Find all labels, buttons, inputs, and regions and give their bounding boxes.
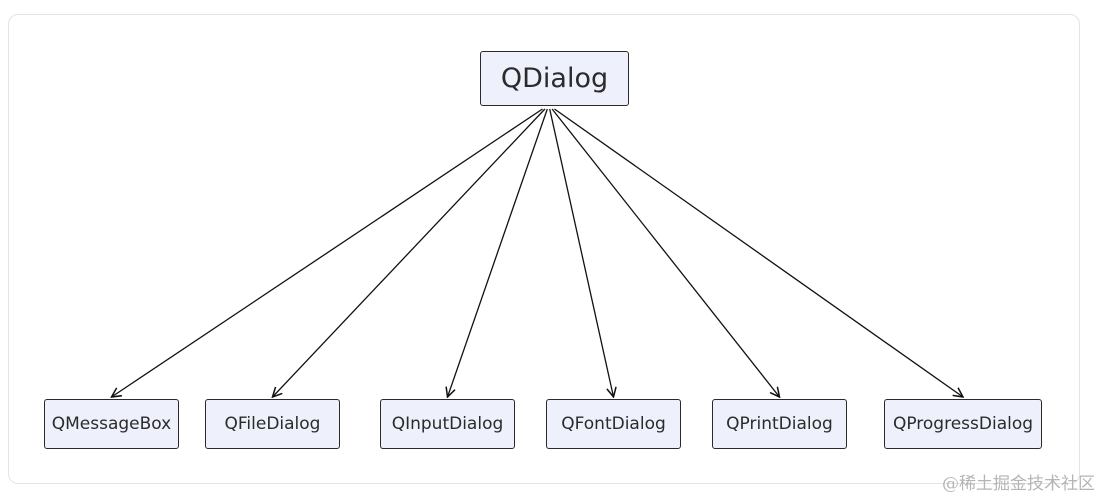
child-node-label: QProgressDialog (892, 414, 1034, 434)
root-node-label: QDialog (500, 63, 609, 94)
watermark: @稀土掘金技术社区 (942, 474, 1095, 494)
child-node-label: QPrintDialog (726, 414, 833, 434)
child-node-qprintdialog: QPrintDialog (712, 399, 847, 449)
edge-qdialog-to-qfiledialog (273, 108, 546, 397)
child-node-label: QMessageBox (51, 414, 172, 434)
child-node-qfontdialog: QFontDialog (546, 399, 681, 449)
child-node-label: QFileDialog (224, 414, 321, 434)
child-node-qprogressdialog: QProgressDialog (884, 399, 1042, 449)
edge-qdialog-to-qprintdialog (551, 108, 779, 397)
edge-qdialog-to-qfontdialog (549, 108, 614, 397)
edge-qdialog-to-qinputdialog (448, 108, 548, 397)
edge-qdialog-to-qprogressdialog (554, 108, 964, 397)
child-node-qmessagebox: QMessageBox (44, 399, 179, 449)
child-node-qfiledialog: QFileDialog (205, 399, 340, 449)
child-node-qinputdialog: QInputDialog (380, 399, 515, 449)
child-node-label: QInputDialog (391, 414, 504, 434)
child-node-label: QFontDialog (561, 414, 666, 434)
edge-qdialog-to-qmessagebox (112, 108, 543, 397)
root-node-qdialog: QDialog (480, 51, 629, 106)
